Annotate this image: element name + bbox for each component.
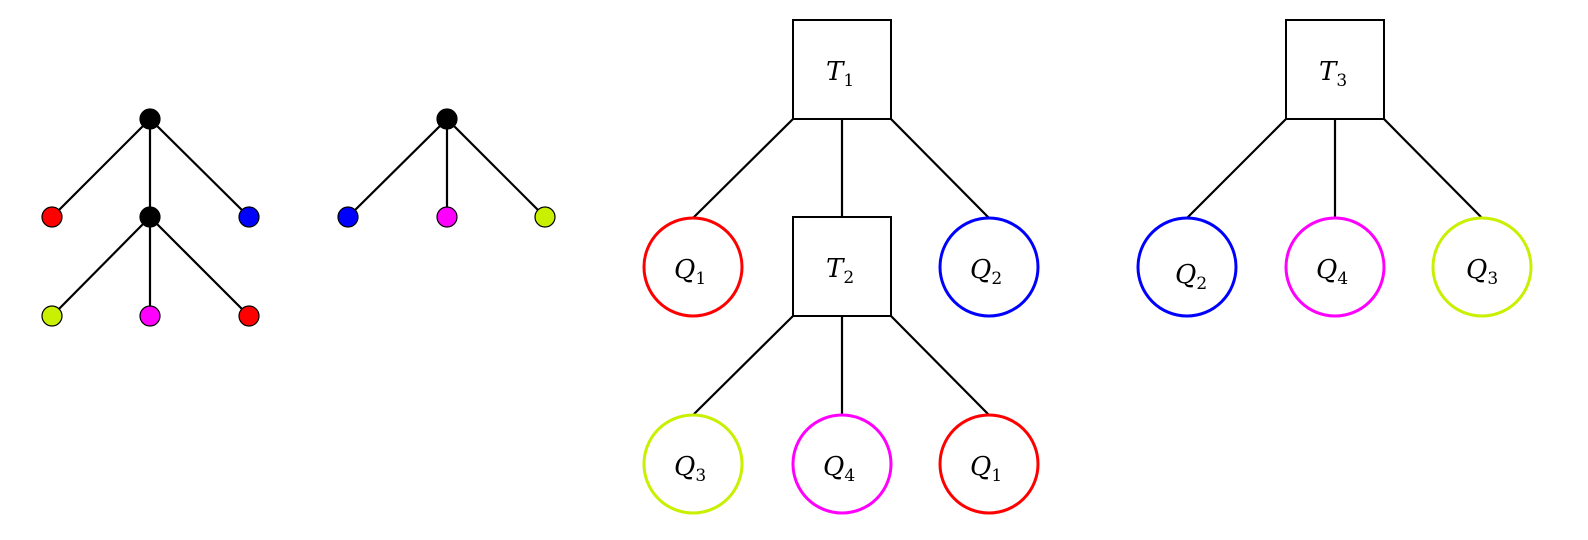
tree1-grandchild-mid-dot [139, 305, 161, 327]
label-Q4b: Q4 [1316, 255, 1348, 289]
label-Q1a: Q1 [674, 255, 706, 289]
label-Q2b: Q2 [1175, 260, 1207, 294]
box-node-T1: T1 [792, 19, 892, 120]
label-T1: T1 [826, 57, 854, 91]
tree1-grandchild-right-dot [238, 305, 260, 327]
circle-Q4b [1284, 216, 1386, 318]
tree1-left-dot [41, 206, 63, 228]
label-T3: T3 [1319, 57, 1347, 91]
circle-Q2b [1136, 216, 1238, 318]
small-tree-2 [337, 108, 556, 228]
edge-T3-Q3b [1383, 118, 1483, 219]
box-node-T2: T2 [792, 216, 892, 317]
box-T2 [792, 216, 892, 317]
circle-node-Q3a: Q3 [642, 413, 744, 515]
circle-Q1b [938, 413, 1040, 515]
label-Q3b: Q3 [1466, 255, 1498, 289]
edge-T2-Q1b [890, 315, 990, 416]
tree1-edge-root-right [149, 118, 250, 218]
label-Q1b: Q1 [970, 452, 1002, 486]
circle-node-Q4a: Q4 [791, 413, 893, 515]
edge-T3-Q2b [1186, 118, 1287, 219]
label-Q4a: Q4 [823, 452, 855, 486]
box-T3 [1285, 19, 1385, 120]
edge-T2-Q3a [692, 315, 794, 416]
tree2-edge-right [446, 118, 546, 218]
tree1-root-dot [139, 108, 161, 130]
label-Q2a: Q2 [970, 255, 1002, 289]
circle-node-Q2b: Q2 [1136, 216, 1238, 318]
label-Q3a: Q3 [674, 452, 706, 486]
labeled-tree-edges [692, 118, 1483, 416]
circle-Q3b [1431, 216, 1533, 318]
circle-node-Q2a: Q2 [938, 216, 1040, 318]
tree2-mid-dot [436, 206, 458, 228]
box-T1 [792, 19, 892, 120]
circle-Q3a [642, 413, 744, 515]
circle-node-Q3b: Q3 [1431, 216, 1533, 318]
circle-Q2a [938, 216, 1040, 318]
circle-node-Q1a: Q1 [642, 216, 744, 318]
tree2-root-dot [436, 108, 458, 130]
tree1-edge-mid-left [51, 216, 151, 317]
tree1-edge-root-left [51, 118, 151, 218]
edge-T1-Q1a [692, 118, 794, 219]
tree1-edge-mid-right [149, 216, 250, 317]
tree2-left-dot [337, 206, 359, 228]
circle-Q4a [791, 413, 893, 515]
circle-node-Q4b: Q4 [1284, 216, 1386, 318]
box-node-T3: T3 [1285, 19, 1385, 120]
tree2-right-dot [534, 206, 556, 228]
tree1-right-dot [238, 206, 260, 228]
small-tree-1 [41, 108, 260, 327]
tree1-grandchild-left-dot [41, 305, 63, 327]
circle-Q1a [642, 216, 744, 318]
tree1-mid-dot [139, 206, 161, 228]
tree2-edge-left [347, 118, 448, 218]
edge-T1-Q2a [890, 118, 990, 219]
circle-node-Q1b: Q1 [938, 413, 1040, 515]
label-T2: T2 [826, 254, 854, 288]
